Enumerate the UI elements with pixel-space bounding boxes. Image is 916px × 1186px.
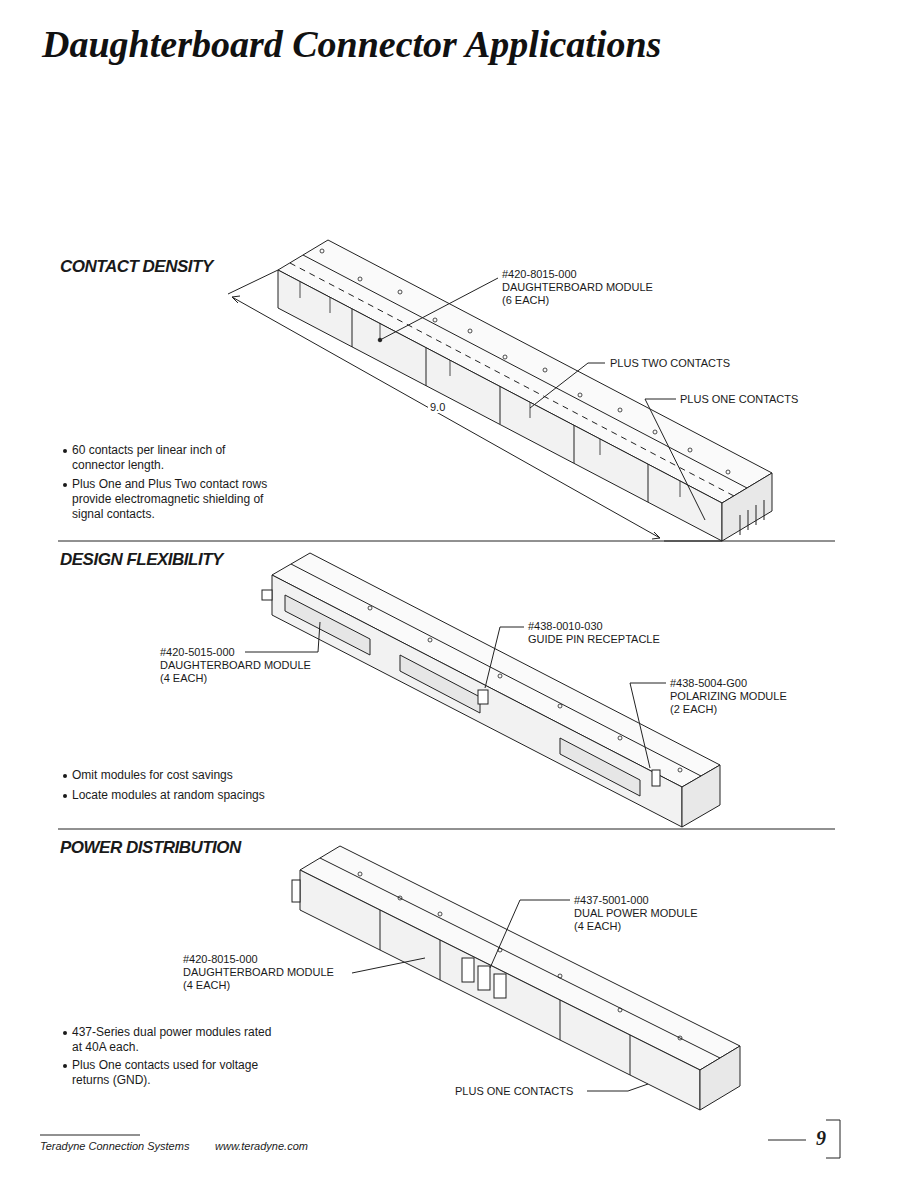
section-heading: POWER DISTRIBUTION <box>60 838 241 858</box>
footer-text: Teradyne Connection Systems <box>40 1140 189 1152</box>
quantity-label: (2 EACH) <box>670 703 717 716</box>
bullet-text: Omit modules for cost savings <box>72 768 272 783</box>
part-number: #420-5015-000 <box>160 646 235 659</box>
quantity-label: (4 EACH) <box>574 920 621 933</box>
part-number: #420-8015-000 <box>183 953 258 966</box>
part-label: DAUGHTERBOARD MODULE <box>183 966 334 979</box>
page-number: 9 <box>816 1127 826 1150</box>
part-label: POLARIZING MODULE <box>670 690 787 703</box>
bullet-text: 60 contacts per linear inch of connector… <box>72 443 272 473</box>
section-heading: CONTACT DENSITY <box>60 257 213 277</box>
bullet-text: Plus One and Plus Two contact rows provi… <box>72 477 272 522</box>
part-label: GUIDE PIN RECEPTACLE <box>528 633 660 646</box>
bullet-dot <box>63 1064 67 1068</box>
bullet-dot <box>63 774 67 778</box>
part-number: #420-8015-000 <box>502 268 577 281</box>
bullet-text: 437-Series dual power modules rated at 4… <box>72 1025 272 1055</box>
callout-label: PLUS ONE CONTACTS <box>680 393 798 406</box>
bullet-dot <box>63 483 67 487</box>
bullet-dot <box>63 1031 67 1035</box>
part-label: DAUGHTERBOARD MODULE <box>160 659 311 672</box>
bullet-text: Plus One contacts used for voltage retur… <box>72 1058 272 1088</box>
section-heading: DESIGN FLEXIBILITY <box>60 550 223 570</box>
part-label: DUAL POWER MODULE <box>574 907 698 920</box>
quantity-label: (6 EACH) <box>502 294 549 307</box>
part-label: DAUGHTERBOARD MODULE <box>502 281 653 294</box>
bullet-text: Locate modules at random spacings <box>72 788 272 803</box>
part-number: #438-0010-030 <box>528 620 603 633</box>
part-number: #437-5001-000 <box>574 894 649 907</box>
page-title: Daughterboard Connector Applications <box>42 22 661 66</box>
dimension-label: 9.0 <box>428 401 447 413</box>
bullet-dot <box>63 794 67 798</box>
footer-url: www.teradyne.com <box>215 1140 308 1152</box>
callout-label: PLUS TWO CONTACTS <box>610 357 730 370</box>
callout-label: PLUS ONE CONTACTS <box>455 1085 573 1098</box>
quantity-label: (4 EACH) <box>183 979 230 992</box>
part-number: #438-5004-G00 <box>670 677 747 690</box>
bullet-dot <box>63 449 67 453</box>
quantity-label: (4 EACH) <box>160 672 207 685</box>
